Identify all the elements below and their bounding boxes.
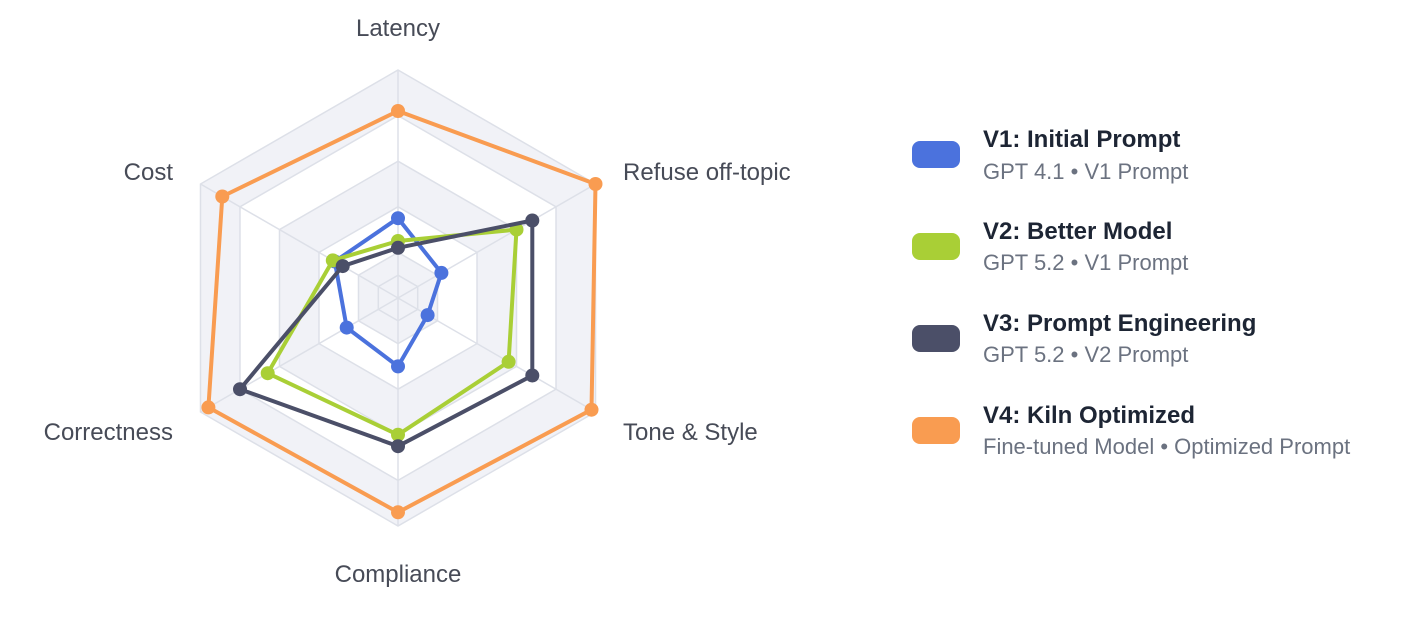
legend-title-v3: V3: Prompt Engineering	[983, 309, 1257, 337]
data-point-v2	[501, 354, 516, 369]
radar-chart-panel: Latency Refuse off-topic Tone & Style Co…	[44, 15, 791, 588]
legend-swatch-v3	[912, 325, 960, 353]
radar-grid	[199, 69, 597, 527]
data-point-v4	[391, 505, 405, 520]
legend-subtitle-v3: GPT 5.2 • V2 Prompt	[983, 342, 1189, 368]
chart-legend: V1: Initial Prompt GPT 4.1 • V1 Prompt V…	[912, 126, 1350, 460]
legend-subtitle-v2: GPT 5.2 • V1 Prompt	[983, 250, 1189, 276]
legend-item-v4: V4: Kiln Optimized Fine-tuned Model • Op…	[912, 402, 1350, 460]
data-point-v4	[201, 400, 216, 415]
radar-series	[201, 104, 603, 520]
axis-label-latency: Latency	[356, 15, 440, 42]
data-point-v3	[525, 368, 540, 383]
legend-swatch-v4	[912, 417, 960, 445]
data-point-v4	[588, 177, 603, 191]
legend-subtitle-v1: GPT 4.1 • V1 Prompt	[983, 158, 1189, 184]
series-v3	[233, 213, 540, 454]
data-point-v4	[215, 189, 230, 204]
legend-swatch-v1	[912, 141, 960, 169]
data-point-v1	[391, 211, 405, 226]
axis-label-cost: Cost	[124, 159, 174, 186]
data-point-v1	[420, 308, 435, 323]
legend-subtitle-v4: Fine-tuned Model • Optimized Prompt	[983, 434, 1351, 460]
data-point-v3	[391, 439, 405, 454]
legend-title-v4: V4: Kiln Optimized	[983, 401, 1196, 429]
data-point-v3	[335, 259, 350, 274]
legend-item-v2: V2: Better Model GPT 5.2 • V1 Prompt	[912, 218, 1350, 276]
legend-title-v1: V1: Initial Prompt	[983, 126, 1181, 153]
data-point-v3	[525, 213, 540, 228]
series-v4	[201, 104, 603, 520]
axis-label-compliance: Compliance	[335, 561, 462, 588]
radar-chart: Latency Refuse off-topic Tone & Style Co…	[44, 15, 791, 588]
data-point-v2	[391, 427, 405, 442]
legend-item-v1: V1: Initial Prompt GPT 4.1 • V1 Prompt	[912, 126, 1350, 184]
data-point-v1	[339, 320, 354, 335]
data-point-v4	[584, 402, 599, 417]
axis-label-tone-style: Tone & Style	[623, 419, 758, 446]
radar-axis-labels: Latency Refuse off-topic Tone & Style Co…	[44, 15, 791, 588]
data-point-v3	[233, 382, 247, 397]
legend-title-v2: V2: Better Model	[983, 217, 1173, 245]
axis-label-correctness: Correctness	[44, 419, 173, 446]
data-point-v4	[391, 104, 405, 118]
data-point-v3	[391, 240, 405, 255]
data-point-v1	[434, 265, 449, 280]
axis-label-refuse-off-topic: Refuse off-topic	[623, 159, 791, 186]
legend-item-v3: V3: Prompt Engineering GPT 5.2 • V2 Prom…	[912, 310, 1350, 368]
legend-swatch-v2	[912, 233, 960, 261]
data-point-v2	[260, 366, 275, 381]
data-point-v1	[391, 359, 405, 374]
